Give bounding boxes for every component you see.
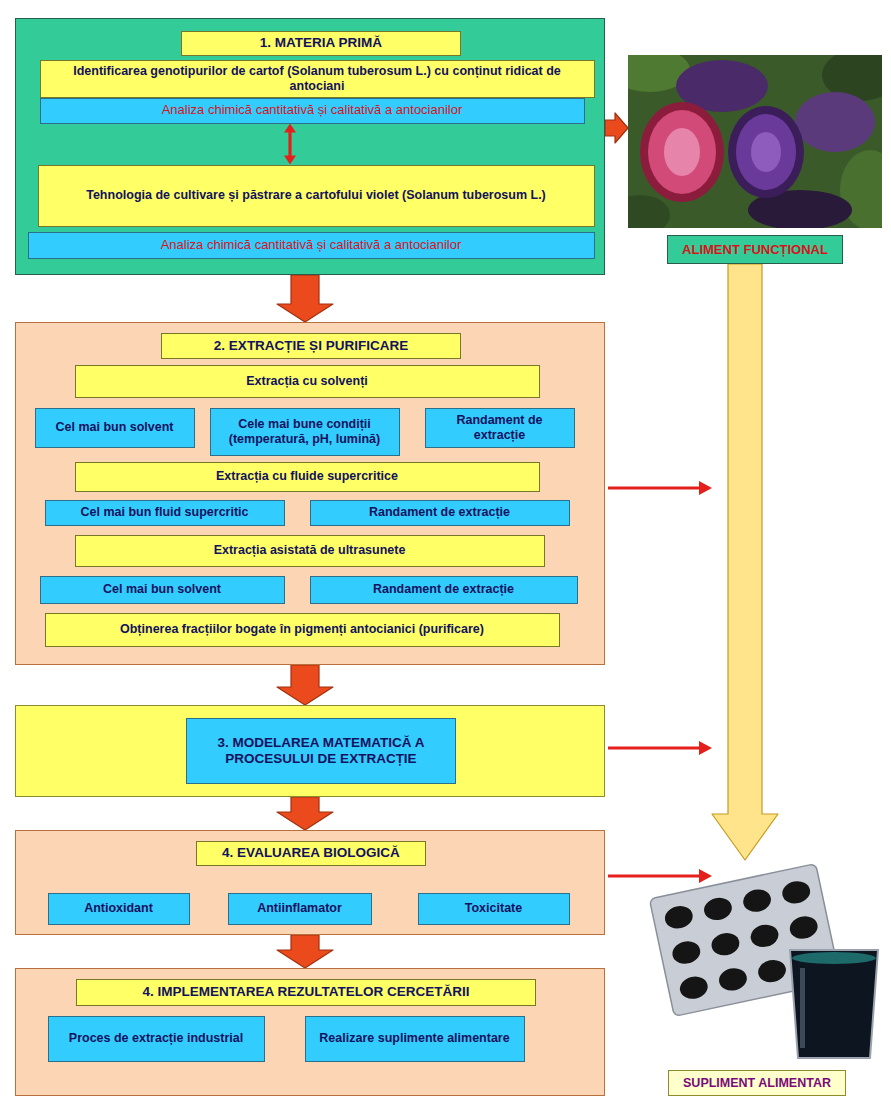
leaf — [628, 195, 670, 228]
detail-box: Toxicitate — [418, 893, 570, 925]
arrow-shaft — [608, 487, 700, 490]
section-panel: 4. EVALUAREA BIOLOGICĂ Antioxidant Antiinf… — [15, 830, 605, 935]
pill — [670, 939, 702, 966]
pill — [749, 922, 781, 949]
glass-body — [790, 950, 878, 1058]
pill — [741, 887, 773, 914]
potato-photo — [628, 55, 882, 228]
potato-red-flesh — [648, 110, 716, 194]
arrow-shaft — [608, 747, 700, 750]
detail-text: Realizare suplimente alimentare — [319, 1031, 509, 1045]
flow-arrow — [712, 264, 778, 860]
double-arrow — [284, 124, 296, 165]
step-text: Tehnologia de cultivare și păstrare a ca… — [86, 188, 546, 202]
pill — [756, 957, 788, 984]
step-text: Extracția asistată de ultrasunete — [214, 543, 406, 557]
pill — [717, 966, 749, 993]
potato-whole — [795, 92, 875, 152]
potato-purple-flesh — [736, 114, 796, 190]
step-box: Extracția cu fluide supercritice — [75, 462, 540, 492]
product-label: SUPLIMENT ALIMENTAR — [668, 1070, 846, 1096]
section-panel: 1. MATERIA PRIMĂ Identificarea genotipuri… — [15, 18, 605, 275]
section-heading: 1. MATERIA PRIMĂ — [181, 31, 461, 56]
detail-text: Antiinflamator — [257, 901, 342, 915]
section-panel: 2. EXTRACȚIE ȘI PURIFICARE Extracția cu s… — [15, 322, 605, 665]
section-heading: 4. IMPLEMENTAREA REZULTATELOR CERCETĂRII — [76, 979, 536, 1006]
arrow-head — [699, 481, 712, 495]
detail-text: Randament de extracție — [369, 505, 510, 519]
detail-box: Cele mai bune condiții (temperatură, pH,… — [210, 408, 400, 456]
glass-highlight — [800, 968, 805, 1048]
analysis-text: Analiza chimică cantitativă și calitativ… — [161, 238, 462, 253]
detail-box: Randament de extracție — [310, 500, 570, 526]
analysis-box: Analiza chimică cantitativă și calitativ… — [40, 98, 585, 124]
pill — [788, 914, 820, 941]
pill — [678, 974, 710, 1001]
side-arrow — [608, 741, 712, 755]
analysis-box: Analiza chimică cantitativă și calitativ… — [28, 232, 595, 259]
section-panel: 4. IMPLEMENTAREA REZULTATELOR CERCETĂRII… — [15, 968, 605, 1096]
detail-box: Realizare suplimente alimentare — [305, 1016, 525, 1062]
detail-text: Cel mai bun fluid supercritic — [80, 505, 248, 519]
step-text: Extracția cu solvenți — [246, 374, 368, 388]
section-heading: 3. MODELAREA MATEMATICĂ A PROCESULUI DE … — [186, 718, 456, 784]
detail-box: Cel mai bun solvent — [35, 408, 195, 448]
detail-box: Cel mai bun solvent — [40, 576, 285, 604]
detail-box: Randament de extracție — [425, 408, 575, 448]
step-text: Identificarea genotipurilor de cartof (S… — [49, 64, 586, 93]
detail-text: Antioxidant — [84, 901, 153, 915]
product-figure: ALIMENT FUNCȚIONAL — [628, 55, 882, 264]
step-box: Extracția cu solvenți — [75, 365, 540, 398]
pill — [780, 879, 812, 906]
pill — [663, 904, 695, 931]
detail-text: Proces de extracție industrial — [69, 1031, 243, 1045]
liquid-surface — [792, 952, 876, 964]
product-label: ALIMENT FUNCȚIONAL — [667, 235, 843, 264]
detail-text: Randament de extracție — [434, 413, 566, 442]
potato-purple-core — [751, 132, 781, 172]
step-box: Identificarea genotipurilor de cartof (S… — [40, 60, 595, 98]
detail-box: Antioxidant — [48, 893, 190, 925]
arrow-head — [699, 869, 712, 883]
arrow-head — [699, 741, 712, 755]
arrow-shaft — [608, 875, 700, 878]
block-arrow — [277, 935, 333, 968]
analysis-text: Analiza chimică cantitativă și calitativ… — [162, 103, 463, 118]
potato-red-cut — [640, 102, 724, 202]
pill — [702, 895, 734, 922]
product-figure: SUPLIMENT ALIMENTAR — [630, 860, 884, 1096]
section-heading: 4. EVALUAREA BIOLOGICĂ — [196, 841, 426, 866]
step-box: Tehnologia de cultivare și păstrare a ca… — [38, 165, 595, 227]
detail-text: Toxicitate — [465, 901, 522, 915]
block-arrow — [277, 665, 333, 705]
detail-box: Randament de extracție — [310, 576, 578, 604]
detail-box: Cel mai bun fluid supercritic — [45, 500, 285, 526]
side-arrow — [608, 481, 712, 495]
section-heading: 2. EXTRACȚIE ȘI PURIFICARE — [161, 333, 461, 359]
step-box: Obținerea fracțiilor bogate în pigmenți … — [45, 613, 560, 647]
side-arrow — [608, 869, 712, 883]
potato-red-core — [664, 128, 700, 176]
detail-text: Cel mai bun solvent — [55, 420, 173, 434]
section-panel: 3. MODELAREA MATEMATICĂ A PROCESULUI DE … — [15, 705, 605, 797]
block-arrow — [277, 275, 333, 322]
drink-glass — [790, 950, 878, 1058]
detail-text: Cele mai bune condiții (temperatură, pH,… — [219, 417, 391, 446]
block-arrow — [277, 797, 333, 830]
pill — [709, 930, 741, 957]
detail-text: Randament de extracție — [373, 582, 514, 596]
potato-purple-cut — [728, 106, 804, 198]
detail-box: Antiinflamator — [228, 893, 372, 925]
step-box: Extracția asistată de ultrasunete — [75, 535, 545, 567]
block-arrow — [605, 113, 628, 143]
step-text: Extracția cu fluide supercritice — [216, 469, 398, 483]
detail-text: Cel mai bun solvent — [103, 582, 221, 596]
step-text: Obținerea fracțiilor bogate în pigmenți … — [120, 622, 484, 636]
detail-box: Proces de extracție industrial — [48, 1016, 265, 1062]
